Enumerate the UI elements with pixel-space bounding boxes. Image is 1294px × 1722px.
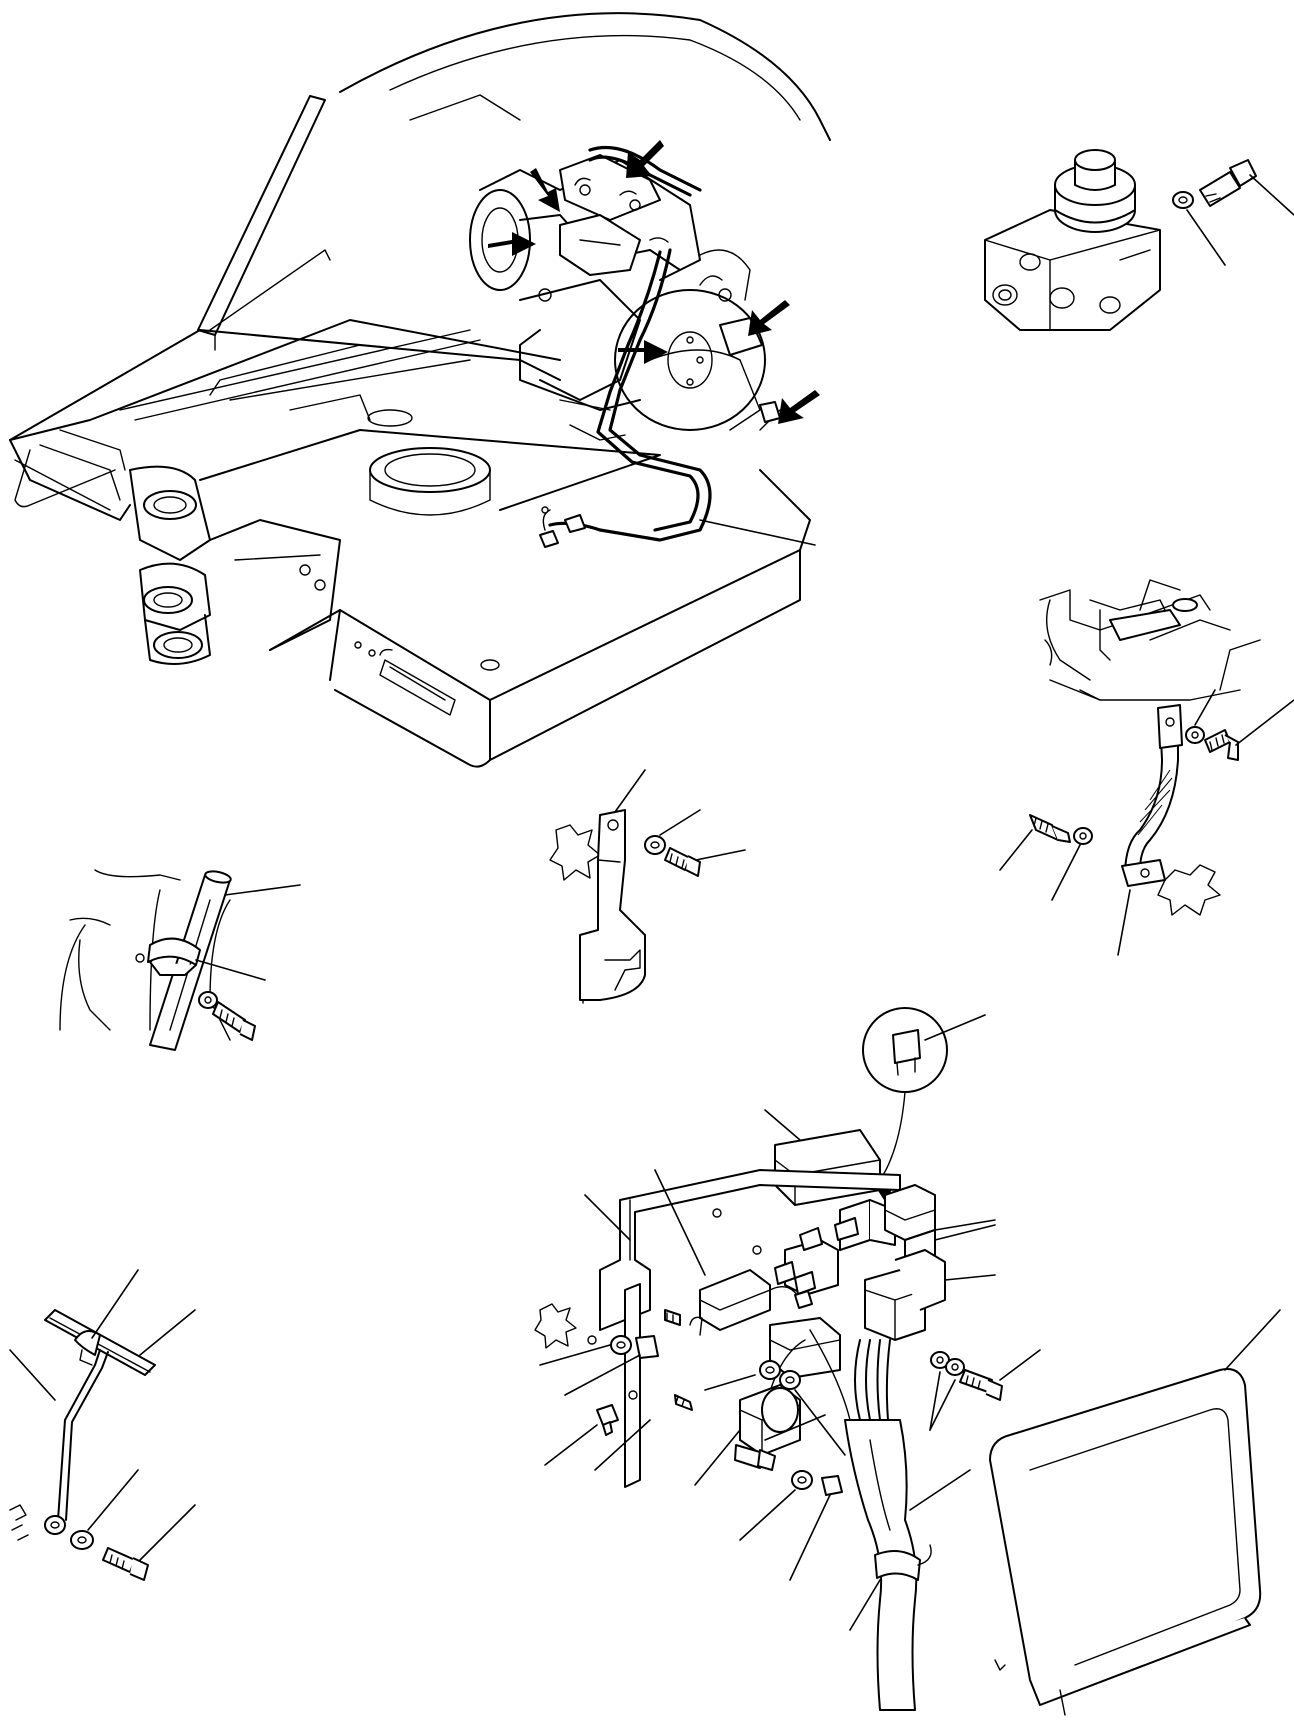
pressure-switch-detail bbox=[984, 149, 1294, 331]
pipe-clamp-detail bbox=[9, 1269, 196, 1581]
harness-clamp-detail bbox=[59, 869, 301, 1051]
filled-arrow-icon bbox=[618, 340, 668, 364]
mounting-bracket-detail bbox=[549, 769, 746, 1004]
engine-ground-strap-detail bbox=[999, 579, 1294, 956]
upper-structure-overview bbox=[9, 12, 831, 768]
filled-arrow-icon bbox=[748, 300, 790, 336]
filled-arrow-icon bbox=[488, 232, 536, 256]
filled-arrow-icon bbox=[530, 168, 560, 212]
callout-arrows bbox=[488, 140, 820, 424]
filled-arrow-icon bbox=[626, 140, 664, 178]
controller-unit bbox=[989, 1309, 1281, 1716]
relay-fuse-box-assembly bbox=[534, 1007, 1041, 1711]
filled-arrow-icon bbox=[778, 390, 820, 424]
